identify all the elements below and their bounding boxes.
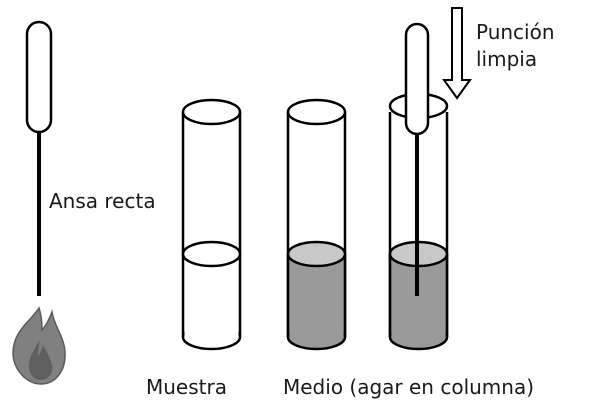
medium-agar-surface: [286, 240, 347, 268]
puncture-label-line1: Punción: [476, 20, 555, 44]
arrow-down-icon: [442, 7, 472, 100]
puncture-label-line2: limpia: [476, 47, 538, 71]
medium-label: Medio (agar en columna): [283, 375, 535, 399]
flame-inner: [28, 340, 53, 380]
medium-tube: [286, 98, 347, 351]
loop-label: Ansa recta: [49, 189, 156, 213]
inserted-loop-handle: [404, 22, 430, 136]
punctured-tube: [388, 22, 449, 351]
inoculating-loop-icon: [25, 20, 53, 296]
sample-tube-mouth: [181, 98, 242, 126]
loop-handle: [25, 20, 53, 134]
sample-tube: [181, 98, 242, 351]
medium-tube-mouth: [286, 98, 347, 126]
sample-liquid-surface: [181, 240, 242, 268]
flame-icon: [12, 306, 66, 385]
flame-outer: [12, 306, 66, 385]
sample-label: Muestra: [146, 375, 227, 399]
